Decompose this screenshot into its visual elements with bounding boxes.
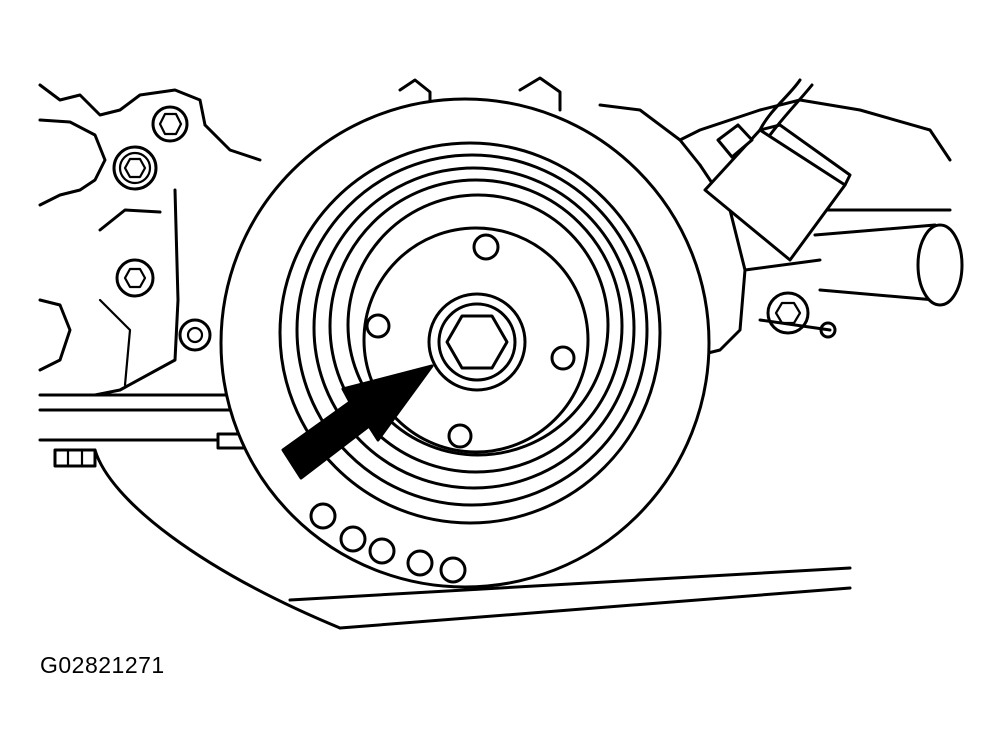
- hub-hole-right: [550, 345, 576, 371]
- engine-block: [38, 76, 702, 442]
- crankshaft-position-sensor: [703, 78, 852, 262]
- crankshaft-pulley: [219, 97, 711, 589]
- trigger-hole-2: [339, 525, 367, 553]
- trigger-hole-5: [439, 556, 467, 584]
- right-components: [678, 78, 964, 357]
- bolt-left-middle: [115, 258, 155, 298]
- bottom-bolt-left: [53, 448, 97, 468]
- trigger-hole-1: [309, 502, 337, 530]
- callout-arrow: [281, 364, 434, 480]
- lower-cover: [93, 448, 852, 630]
- hub-hole-left: [365, 313, 391, 339]
- stud-left: [178, 318, 212, 352]
- trigger-hole-3: [368, 537, 396, 565]
- hub-hole-bottom: [447, 423, 473, 449]
- block-bolts: [53, 105, 837, 468]
- crankshaft-bolt-hex: [445, 314, 509, 370]
- hub-hole-top: [472, 233, 500, 261]
- bolt-left-large: [112, 145, 158, 191]
- trigger-hole-4: [406, 549, 434, 577]
- bolt-upper-left: [151, 105, 189, 143]
- figure-id-label: G02821271: [40, 652, 165, 678]
